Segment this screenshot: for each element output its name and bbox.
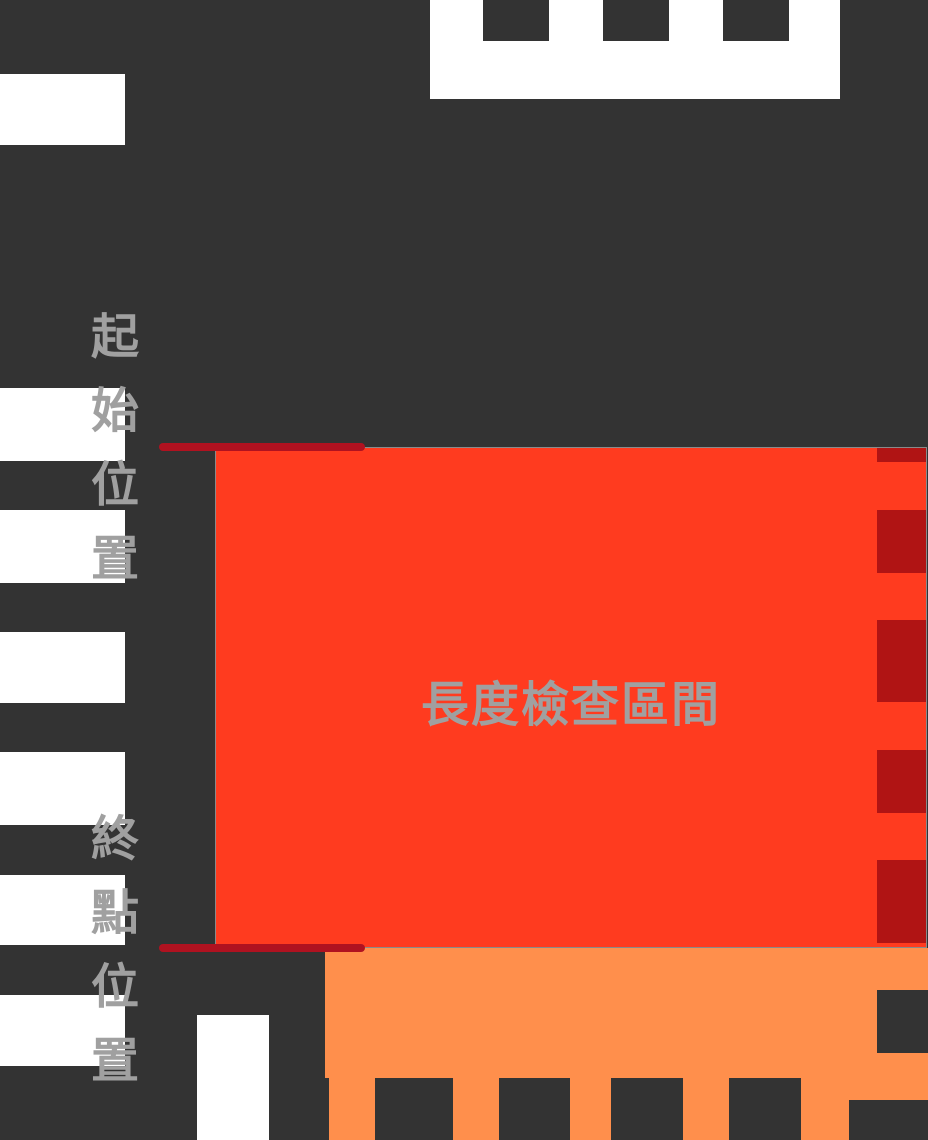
zone-dash bbox=[877, 750, 926, 813]
end-label-char: 置 bbox=[90, 1033, 139, 1089]
zone-label: 長度檢查區間 bbox=[420, 677, 721, 733]
end-boundary-marker bbox=[159, 944, 365, 952]
left-road-stripe bbox=[0, 388, 125, 461]
left-road-stripe bbox=[0, 510, 125, 583]
left-road-stripe bbox=[0, 995, 125, 1066]
start-position-label: 起 始 位 置 bbox=[85, 300, 145, 596]
top-block-cutout bbox=[483, 0, 549, 41]
adjacent-zone-cutout bbox=[375, 1078, 453, 1140]
left-road-stripe bbox=[0, 752, 125, 825]
end-label-char: 點 bbox=[90, 885, 139, 941]
start-label-char: 位 bbox=[90, 457, 139, 513]
start-label-char: 始 bbox=[90, 383, 139, 439]
left-road-stripe bbox=[0, 74, 125, 145]
bottom-road-marking bbox=[197, 1015, 269, 1140]
start-label-char: 置 bbox=[90, 531, 139, 587]
end-position-label: 終 點 位 置 bbox=[85, 802, 145, 1098]
zone-dash bbox=[877, 620, 926, 702]
adjacent-zone-gap bbox=[325, 1078, 329, 1140]
top-block-cutout bbox=[603, 0, 669, 41]
adjacent-zone-cutout bbox=[611, 1078, 683, 1140]
adjacent-zone-cutout bbox=[729, 1078, 801, 1140]
left-road-stripe bbox=[0, 875, 125, 945]
end-label-char: 位 bbox=[90, 959, 139, 1015]
top-block-cutout bbox=[723, 0, 789, 41]
zone-dash bbox=[877, 510, 926, 573]
adjacent-zone-cutout bbox=[877, 990, 928, 1053]
length-check-zone bbox=[215, 447, 927, 948]
zone-dash bbox=[877, 448, 926, 462]
adjacent-zone-cutout bbox=[499, 1078, 570, 1140]
zone-dash bbox=[877, 860, 926, 943]
end-label-char: 終 bbox=[90, 811, 139, 867]
left-road-stripe bbox=[0, 632, 125, 703]
start-boundary-marker bbox=[159, 443, 365, 451]
adjacent-zone-cutout bbox=[849, 1100, 928, 1140]
start-label-char: 起 bbox=[90, 309, 139, 365]
